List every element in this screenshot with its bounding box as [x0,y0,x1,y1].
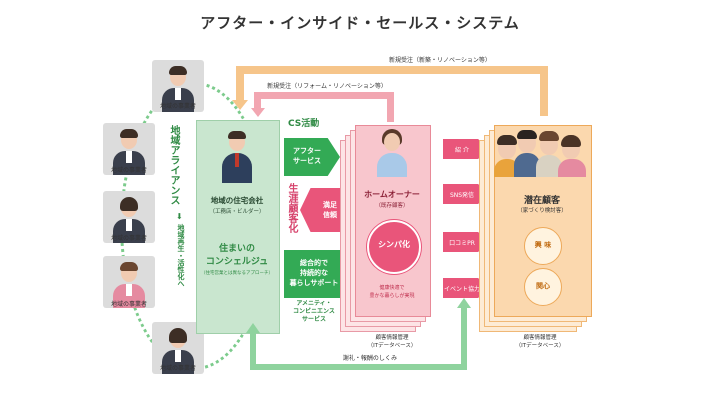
owner-db-sub: （ITデータベース） [367,343,417,349]
company-sub: （工務店・ビルダー） [209,209,265,215]
concierge-sub: （住宅営業とは異なるアプローチ） [201,271,273,276]
potential-db-sub: （ITデータベース） [515,343,565,349]
concierge-line1: 住まいの [218,244,255,254]
channel-sns: SNS発信 [443,184,487,204]
outer-feedback-label: 新規受注（新築・リノベーション等） [389,57,491,64]
inner-feedback-left [254,92,261,110]
operator-bottom [152,322,204,374]
channel-referral-label: 紹 介 [455,147,469,154]
operator-label: 地域の事業者 [159,103,196,110]
potential-sub: （家づくり検討客） [517,208,567,214]
company-person-icon [222,131,252,183]
inner-feedback-right [387,92,394,122]
sympathy-circle: シンパ化 [367,220,421,274]
owner-db-label: 顧客情報管理 [375,335,409,341]
after-service-arrow: アフター サービス [284,138,340,176]
channel-referral: 紹 介 [443,139,487,159]
inner-feedback-arrowhead [251,108,265,117]
reward-arrowhead-right-up [457,298,471,308]
channel-sns-label: SNS発信 [449,192,475,199]
support-label: 総合的で 持続的な 暮らしサポート [289,259,339,287]
owner-name: ホームオーナー [364,190,420,199]
amenity-label: アメニティ・ コンビニエンス サービス [293,300,335,323]
operator-left-2 [103,191,155,243]
operator-left-3 [103,256,155,308]
reward-line-bottom [250,364,465,370]
after-service-label: アフター サービス [293,147,321,165]
operator-label: 地域の事業者 [110,167,147,174]
owner-sub: （既存顧客） [375,203,409,209]
alliance-sub: 地域再生・活性化へ [177,224,185,287]
inner-feedback-label: 新規受注（リフォーム・リノベーション等） [267,83,387,90]
inner-feedback-line [254,92,394,99]
concern-circle: 関心 [524,268,562,306]
operator-top [152,60,204,112]
potential-name: 潜在顧客 [523,196,560,206]
lifetime-customer-label: 生涯顧客化 [286,183,297,233]
concern-label: 関心 [536,282,550,290]
reward-arrowhead-up [246,323,260,333]
concierge-line2: コンシェルジュ [205,257,269,267]
interest-label: 興 味 [534,241,552,249]
sympathy-label: シンパ化 [378,240,410,249]
page-title: アフター・インサイド・セールス・システム [200,14,520,32]
reward-line-right [461,306,467,370]
potential-db-label: 顧客情報管理 [523,335,557,341]
potential-group-icon [494,125,590,177]
reward-line-left [250,333,256,369]
operator-label: 地域の事業者 [110,301,147,308]
alliance-arrow: ⬇ [176,212,183,221]
operator-left-1 [103,123,155,175]
satisfaction-label: 満足 信頼 [323,201,337,219]
operator-label: 地域の事業者 [110,235,147,242]
outer-feedback-line [236,66,548,74]
channel-event-label: イベント協力 [443,286,480,293]
reward-label: 謝礼・報酬のしくみ [342,355,398,362]
channel-word-of-mouth-label: 口コミPR [449,240,475,247]
owner-person-icon [377,129,407,177]
comfort-label: 健康快適で 豊かな暮らしが実現 [369,285,415,299]
outer-feedback-arrowhead [232,100,248,110]
interest-circle: 興 味 [524,227,562,265]
operator-label: 地域の事業者 [159,365,196,372]
outer-feedback-right [540,66,548,116]
alliance-label: 地域アライアンス [168,125,179,205]
cs-activity-label: CS活動 [288,119,320,129]
outer-feedback-left [236,66,244,102]
channel-word-of-mouth: 口コミPR [443,232,487,252]
company-name: 地域の住宅会社 [210,196,264,205]
channel-event: イベント協力 [443,278,487,298]
